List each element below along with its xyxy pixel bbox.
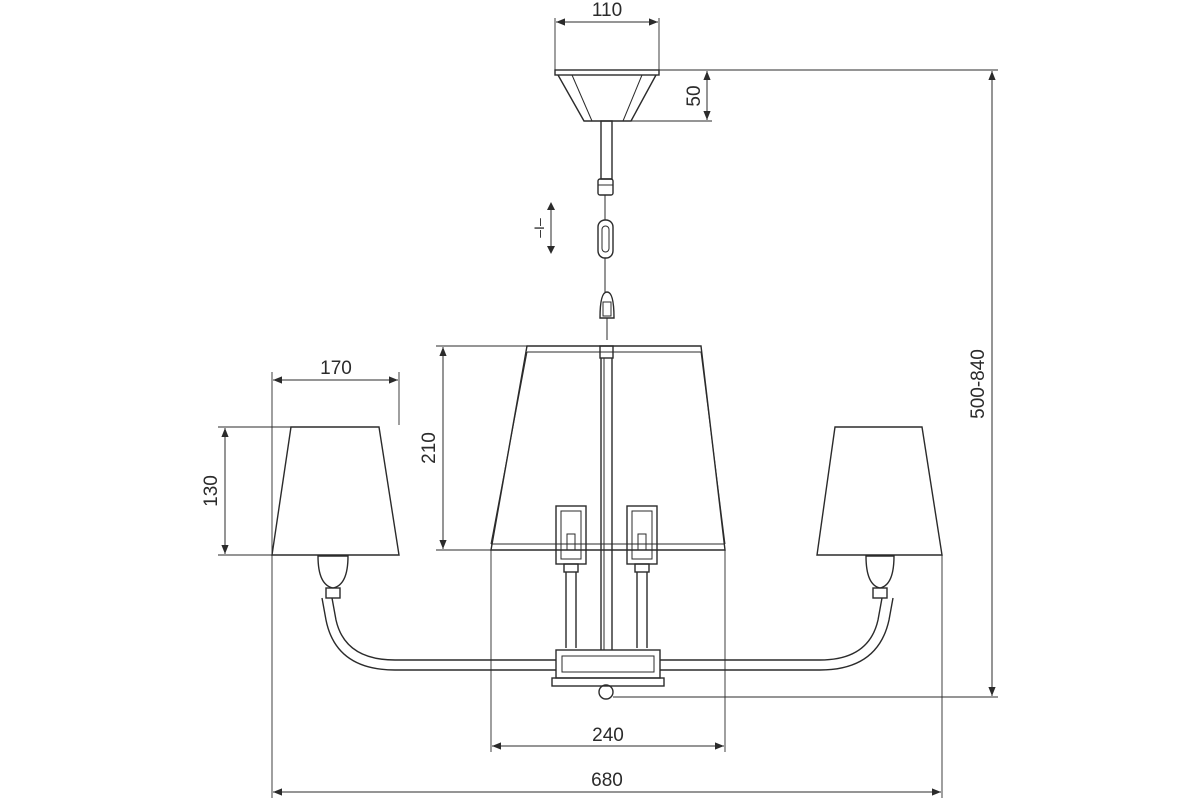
dim-canopy-width: 110: [554, 0, 660, 70]
arm-left: [317, 555, 556, 671]
dim-label-chain-adjust: –I–: [531, 218, 547, 238]
dim-canopy-height: 50: [631, 71, 712, 122]
dim-label-small-shade-width: 170: [320, 358, 352, 379]
dim-small-shade-height: 130: [201, 426, 291, 556]
central-hub: [551, 649, 665, 700]
left-shade: [271, 426, 400, 556]
suspension-chain: [597, 120, 615, 340]
dim-label-small-shade-height: 130: [201, 475, 222, 507]
dim-label-canopy-height: 50: [684, 85, 705, 106]
dim-label-center-shade-width: 240: [592, 725, 624, 746]
dim-label-canopy-width: 110: [592, 0, 622, 21]
dim-overall-width: 680: [271, 555, 943, 798]
center-shade: [490, 345, 726, 551]
dim-label-overall-width: 680: [591, 770, 623, 791]
dim-overall-height: 500-840: [613, 69, 998, 698]
candle-holder-right: [626, 505, 658, 648]
chain-adjust-indicator: –I–: [531, 202, 555, 254]
right-shade: [816, 426, 943, 556]
dim-label-overall-height: 500-840: [968, 349, 989, 419]
ceiling-canopy: [554, 69, 660, 122]
dim-label-center-shade-height: 210: [419, 432, 440, 464]
dim-center-shade-height: 210: [419, 345, 527, 551]
central-column: [599, 345, 614, 650]
dim-small-shade-width: 170: [271, 358, 400, 555]
dim-center-shade-width: 240: [490, 550, 726, 752]
arm-right: [660, 555, 895, 671]
candle-holder-left: [555, 505, 587, 648]
